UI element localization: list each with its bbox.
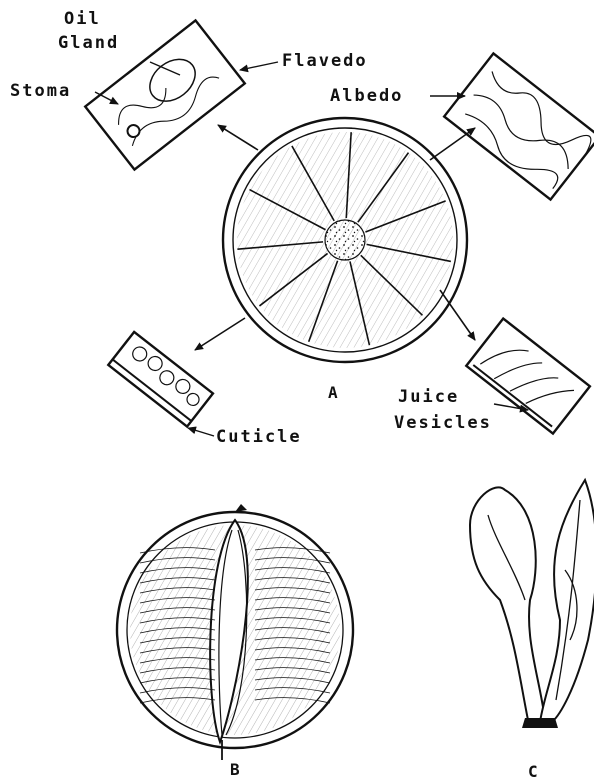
label-oil: Oil [64, 9, 101, 29]
caption-b: B [230, 760, 240, 779]
label-cuticle: Cuticle [216, 427, 302, 447]
albedo-detail-box [444, 53, 594, 199]
label-vesicles: Vesicles [394, 413, 492, 433]
label-gland: Gland [58, 33, 119, 53]
orange-cross-section [223, 118, 467, 362]
orange-longitudinal-section [117, 504, 353, 760]
caption-c: C [528, 762, 538, 781]
caption-a: A [328, 383, 338, 402]
label-flavedo: Flavedo [282, 51, 368, 71]
label-stoma: Stoma [10, 81, 71, 101]
cuticle-detail-box [108, 332, 213, 427]
label-juice: Juice [398, 387, 459, 407]
stoma-shape [125, 123, 142, 140]
juice-vesicles-drawing [470, 480, 594, 728]
label-albedo: Albedo [330, 86, 403, 106]
